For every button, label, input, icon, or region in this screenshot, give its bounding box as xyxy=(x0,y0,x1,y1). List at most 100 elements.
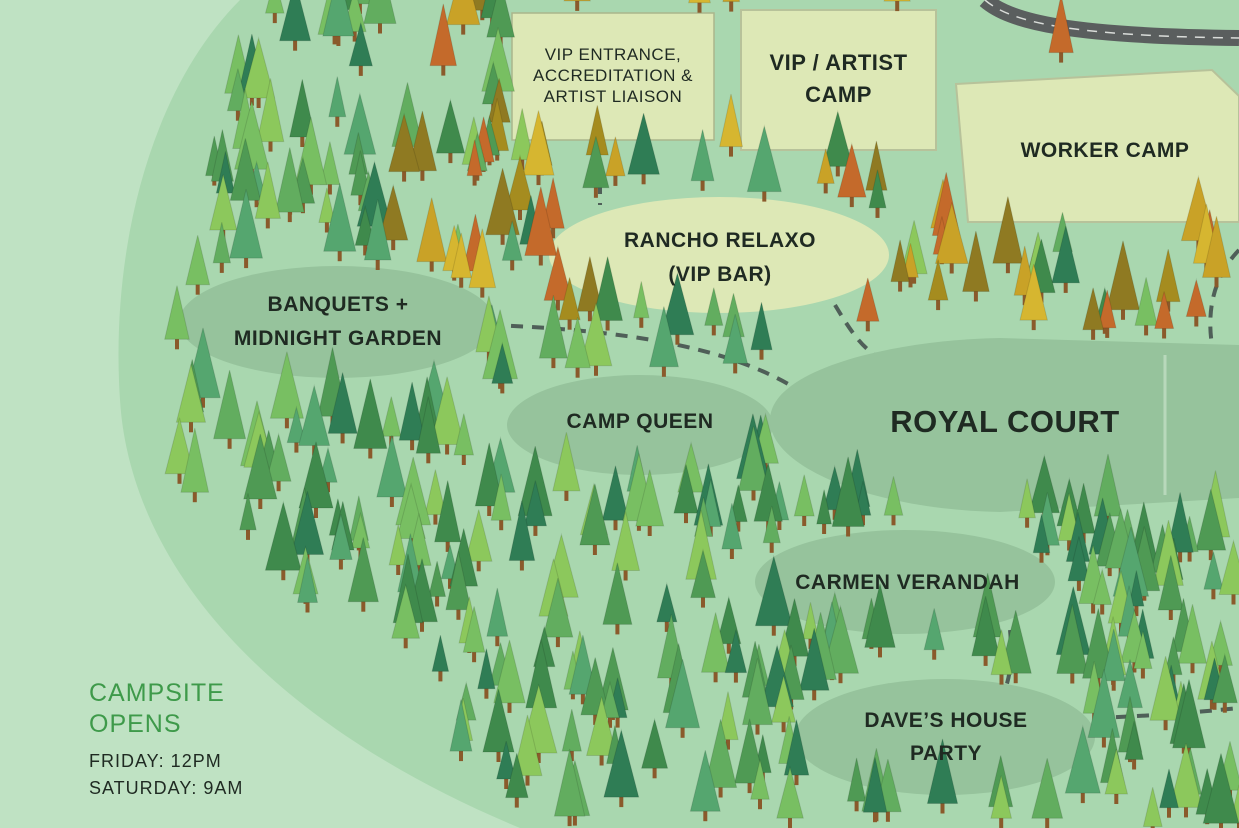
tree xyxy=(318,187,336,223)
tree-trunk xyxy=(480,285,485,298)
tree-trunk xyxy=(1059,50,1064,63)
tree xyxy=(298,383,331,446)
tree-trunk xyxy=(647,524,652,536)
tree-trunk xyxy=(361,599,366,612)
tree-trunk xyxy=(284,416,289,429)
tree-trunk xyxy=(1063,280,1068,293)
tree-trunk xyxy=(594,363,598,376)
tree xyxy=(329,514,353,560)
tree xyxy=(490,473,512,521)
tree xyxy=(512,714,543,777)
tree xyxy=(1051,225,1081,284)
tree xyxy=(687,0,712,4)
tree-trunk xyxy=(999,672,1004,685)
tree-trunk xyxy=(567,814,572,827)
tree-trunk xyxy=(639,315,644,328)
tree xyxy=(690,548,717,599)
tree-trunk xyxy=(751,488,756,501)
tree xyxy=(971,596,1001,657)
tree xyxy=(347,537,380,603)
tree-trunk xyxy=(664,619,669,632)
tree-trunk xyxy=(358,193,363,206)
tree xyxy=(837,142,867,198)
tree-trunk xyxy=(1231,592,1236,605)
tree xyxy=(1031,758,1064,819)
tree xyxy=(883,476,904,516)
tree xyxy=(1101,628,1126,682)
tree-trunk xyxy=(227,436,232,449)
tree-trunk xyxy=(472,650,477,663)
tree-trunk xyxy=(898,279,903,292)
tree-trunk xyxy=(575,0,580,11)
tree-trunk xyxy=(499,518,504,531)
tree-trunk xyxy=(613,518,618,531)
tree-trunk xyxy=(875,205,880,218)
tree xyxy=(328,76,347,118)
tree-trunk xyxy=(849,195,854,208)
tree-trunk xyxy=(375,258,380,270)
tree-trunk xyxy=(802,514,807,526)
daves-house-party-area xyxy=(795,679,1095,795)
tree-trunk xyxy=(352,29,357,42)
tree xyxy=(770,674,797,723)
tree-trunk xyxy=(623,568,628,581)
tree-trunk xyxy=(878,645,882,658)
tree-trunk xyxy=(1101,735,1106,748)
tree-trunk xyxy=(495,634,500,647)
tree-trunk xyxy=(564,488,569,501)
tree xyxy=(1195,489,1227,551)
tree-trunk xyxy=(363,243,368,256)
tree-trunk xyxy=(235,108,240,121)
tree xyxy=(1067,536,1091,582)
tree xyxy=(1133,631,1153,669)
banquets-area xyxy=(179,266,495,378)
tree-trunk xyxy=(932,647,937,660)
tree-trunk xyxy=(733,670,738,683)
tree-trunk xyxy=(435,594,440,607)
tree-trunk xyxy=(254,195,259,208)
tree-trunk xyxy=(177,471,182,484)
tree xyxy=(327,372,358,434)
tree xyxy=(700,612,731,673)
tree xyxy=(552,432,581,492)
vip-entrance-area xyxy=(511,12,715,141)
tree xyxy=(1202,753,1239,824)
tree xyxy=(501,220,523,261)
tree-trunk xyxy=(281,568,286,581)
carmen-verandah-label: CARMEN VERANDAH xyxy=(795,571,1020,594)
tree xyxy=(783,719,810,776)
tree xyxy=(429,376,465,445)
tree-trunk xyxy=(461,453,466,465)
tree-trunk xyxy=(608,715,612,728)
friday-hours: FRIDAY: 12PM xyxy=(89,750,222,771)
tree xyxy=(1149,656,1182,721)
tree xyxy=(1155,248,1181,303)
tree xyxy=(522,110,555,176)
tree-trunk xyxy=(736,519,741,532)
tree xyxy=(750,759,770,800)
tree-trunk xyxy=(314,506,318,518)
tree-trunk xyxy=(846,524,851,537)
tree-trunk xyxy=(244,256,249,269)
tree-trunk xyxy=(525,773,530,786)
tree-trunk xyxy=(410,438,415,451)
tree-trunk xyxy=(718,785,723,798)
tree xyxy=(934,201,969,264)
tree xyxy=(579,302,613,367)
tree-trunk xyxy=(555,635,560,648)
tree xyxy=(485,167,521,236)
tree-trunk xyxy=(812,688,817,701)
tree xyxy=(350,511,371,549)
worker-camp-label: WORKER CAMP xyxy=(1020,139,1190,162)
tree-trunk xyxy=(593,185,598,198)
tree-trunk xyxy=(551,356,556,369)
tree-trunk xyxy=(551,226,556,239)
tree xyxy=(648,306,680,368)
tree xyxy=(746,124,782,193)
tree-trunk xyxy=(520,157,525,170)
vip-artist-camp-label: VIP / ARTIST CAMP xyxy=(741,47,936,111)
tree xyxy=(429,3,458,67)
tree xyxy=(1164,636,1183,676)
tree xyxy=(424,469,447,516)
tree-trunk xyxy=(729,547,734,559)
